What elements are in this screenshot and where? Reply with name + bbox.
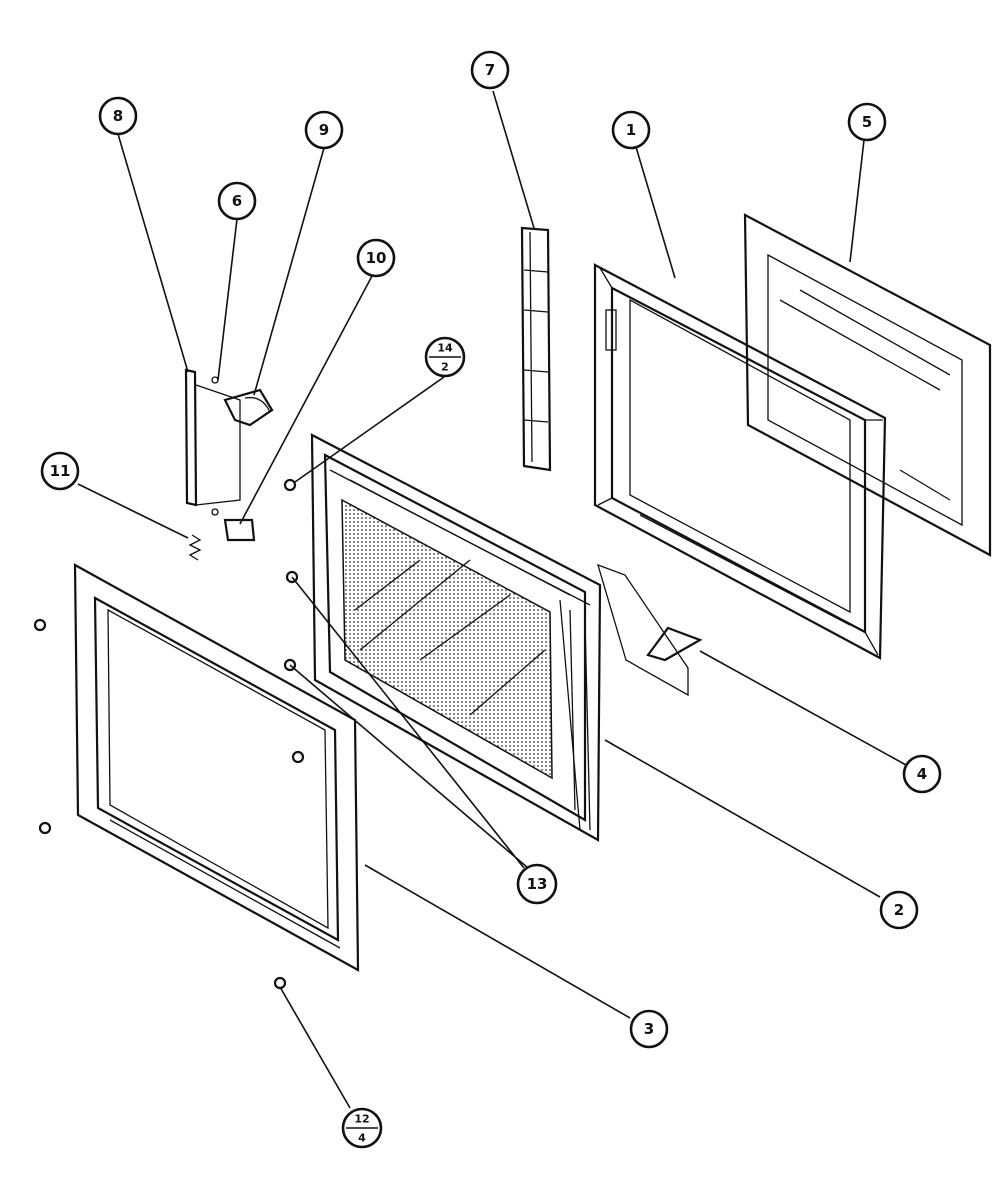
bushing-part [223, 518, 256, 542]
screws [33, 478, 305, 990]
callout-2: 2 [879, 890, 919, 930]
svg-text:7: 7 [485, 61, 495, 79]
spring-part [188, 534, 202, 561]
svg-text:3: 3 [644, 1020, 654, 1038]
callout-1: 1 [611, 110, 651, 150]
hinge-bar-part [520, 226, 552, 472]
callout-8: 8 [98, 96, 138, 136]
hinge-spring-part [223, 388, 274, 427]
svg-text:14: 14 [437, 342, 453, 355]
callout-14-2: 14 2 [424, 336, 466, 378]
choke-frame-part [73, 563, 360, 972]
svg-text:4: 4 [358, 1132, 366, 1145]
svg-text:13: 13 [527, 875, 548, 893]
hinge-bracket-part [184, 368, 241, 516]
inner-door-part [310, 433, 602, 842]
callout-12-4: 12 4 [341, 1107, 383, 1149]
svg-text:2: 2 [894, 901, 904, 919]
callout-13: 13 [516, 863, 558, 905]
callout-6: 6 [217, 181, 257, 221]
door-frame-part [593, 263, 887, 660]
svg-text:10: 10 [366, 249, 387, 267]
svg-text:5: 5 [862, 113, 872, 131]
svg-text:2: 2 [441, 361, 449, 374]
callout-10: 10 [356, 238, 396, 278]
latch-part [597, 563, 703, 697]
svg-text:6: 6 [232, 192, 242, 210]
callout-3: 3 [629, 1009, 669, 1049]
callout-9: 9 [304, 110, 344, 150]
svg-text:4: 4 [917, 765, 927, 783]
svg-text:9: 9 [319, 121, 329, 139]
svg-text:1: 1 [626, 121, 636, 139]
callout-7: 7 [470, 50, 510, 90]
glass-panel-part [743, 213, 992, 557]
svg-text:11: 11 [50, 462, 71, 480]
callout-11: 11 [40, 451, 80, 491]
leader-lines [77, 90, 907, 1109]
callout-4: 4 [902, 754, 942, 794]
svg-text:12: 12 [354, 1113, 369, 1126]
callout-5: 5 [847, 102, 887, 142]
svg-text:8: 8 [113, 107, 123, 125]
